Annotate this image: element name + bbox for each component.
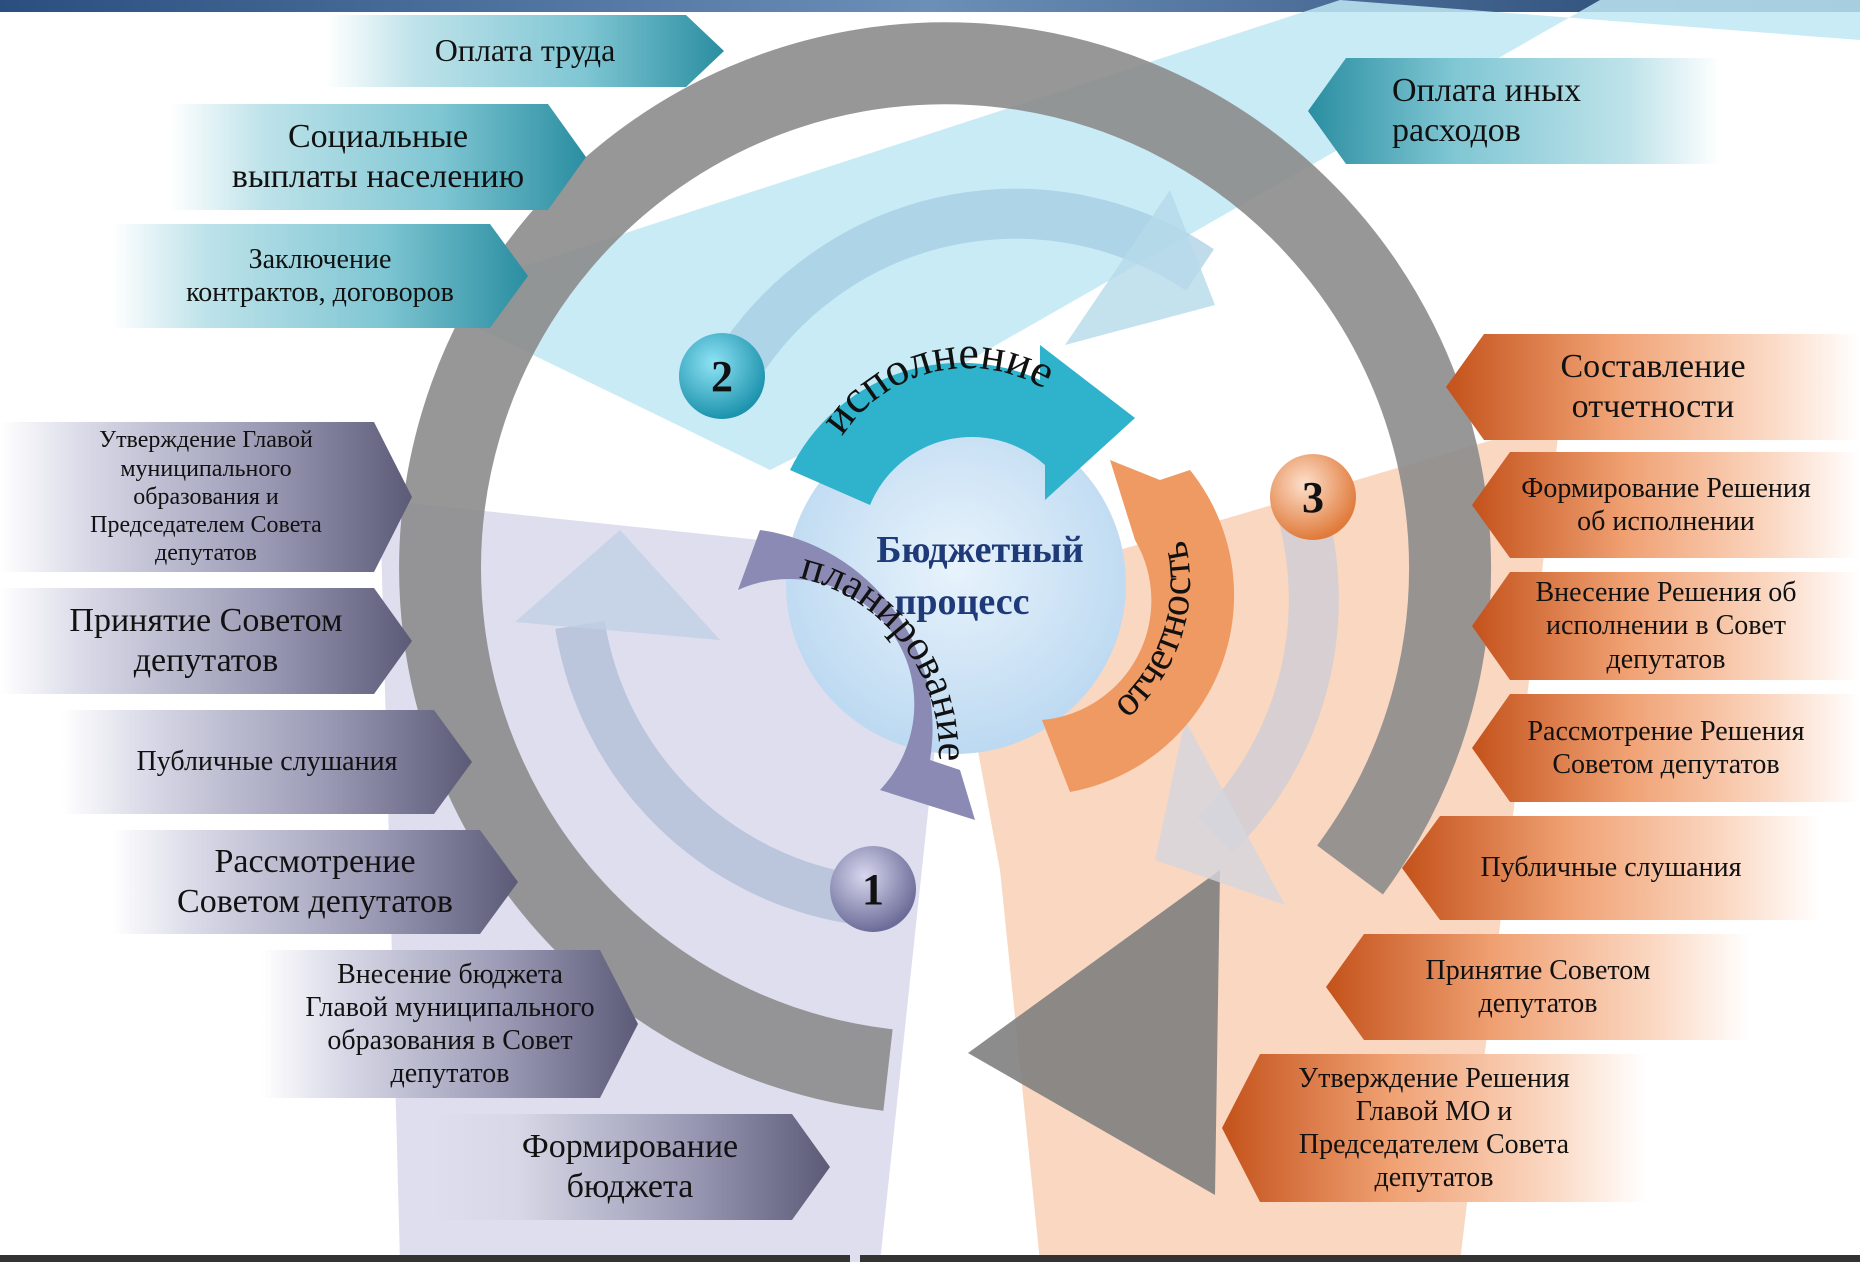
ring-arrow-head — [968, 870, 1220, 1195]
planning-item-council-adoption: Принятие Советом депутатов — [0, 588, 412, 694]
phase-3-badge — [1270, 454, 1356, 540]
planning-inner-arrowhead — [515, 530, 720, 640]
planning-item-approval: Утверждение Главой муниципального образо… — [0, 422, 412, 572]
center-title-line2: процесс — [895, 581, 1030, 623]
outer-cycle-ring — [399, 22, 1492, 1111]
phase-1-badge — [830, 846, 916, 932]
execution-item-wages: Оплата труда — [326, 15, 724, 87]
execution-inner-arrow — [724, 188, 1214, 370]
center-title-line1: Бюджетный — [876, 529, 1083, 571]
reporting-item-council-review: Рассмотрение Решения Советом депутатов — [1472, 694, 1860, 802]
reporting-item-decision-formation: Формирование Решения об исполнении — [1472, 452, 1860, 558]
planning-item-budget-formation: Формирование бюджета — [430, 1114, 830, 1220]
phase-3-number: 3 — [1302, 473, 1324, 522]
planning-phase-arrow — [738, 530, 975, 820]
reporting-item-public-hearings: Публичные слушания — [1402, 816, 1820, 920]
phase-1-number: 1 — [862, 865, 884, 914]
bottom-rule-right — [860, 1255, 1860, 1262]
reporting-inner-arrowhead — [1155, 720, 1285, 905]
execution-item-social-payments: Социальные выплаты населению — [170, 104, 586, 210]
reporting-item-decision-submission: Внесение Решения об исполнении в Совет д… — [1472, 572, 1860, 680]
top-banner — [0, 0, 1860, 12]
execution-phase-arrow — [790, 345, 1135, 505]
reporting-item-council-adoption: Принятие Советом депутатов — [1326, 934, 1750, 1040]
planning-item-budget-submission: Внесение бюджета Главой муниципального о… — [262, 950, 638, 1098]
reporting-item-final-approval: Утверждение Решения Главой МО и Председа… — [1222, 1054, 1646, 1202]
reporting-phase-arrow — [1042, 460, 1235, 792]
execution-item-other-expenses: Оплата иных расходов — [1308, 58, 1720, 164]
reporting-inner-arrow — [1197, 497, 1339, 853]
planning-inner-arrow — [555, 620, 864, 925]
execution-inner-arrowhead — [1065, 190, 1215, 345]
execution-item-contracts: Заключение контрактов, договоров — [112, 224, 528, 328]
phase-2-badge — [679, 333, 765, 419]
planning-item-council-review: Рассмотрение Советом депутатов — [112, 830, 518, 934]
phase-2-number: 2 — [711, 352, 733, 401]
reporting-item-report-preparation: Составление отчетности — [1446, 334, 1860, 440]
bottom-rule-left — [0, 1255, 850, 1262]
planning-item-public-hearings: Публичные слушания — [62, 710, 472, 814]
